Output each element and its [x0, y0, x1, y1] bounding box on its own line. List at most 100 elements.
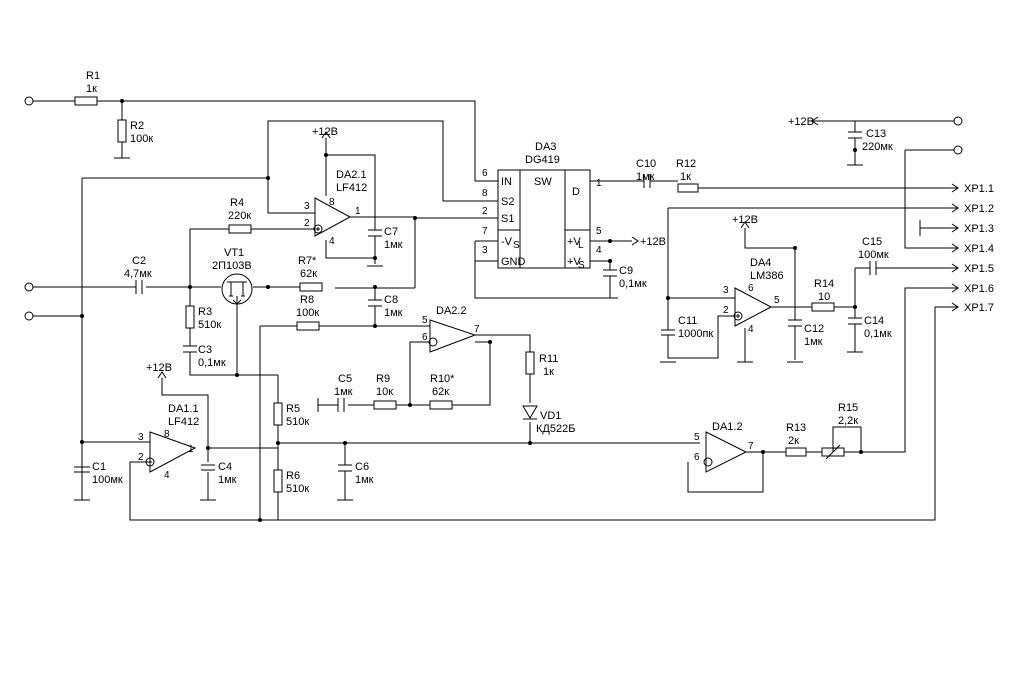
value-r12: 1к — [680, 171, 691, 183]
pin-sub-vs-pos: S — [578, 260, 585, 271]
label-c7: C7 — [384, 226, 398, 238]
value-r3: 510к — [198, 319, 221, 331]
label-r13: R13 — [786, 422, 806, 434]
output-arrows — [951, 183, 959, 312]
pin-number: 8 — [164, 429, 170, 440]
label-c13: C13 — [866, 128, 886, 140]
capacitors — [74, 131, 880, 478]
label-r11: R11 — [539, 353, 558, 365]
label-vd1: VD1 — [540, 410, 561, 422]
value-r6: 510к — [286, 483, 309, 495]
label-c12: C12 — [804, 323, 824, 335]
label-r4: R4 — [230, 197, 244, 209]
capacitor-c2 — [135, 280, 143, 294]
label-c3: C3 — [198, 344, 212, 356]
label-power-da4: +12В — [732, 214, 758, 226]
value-c7: 1мк — [384, 239, 403, 251]
capacitor-c12 — [788, 319, 802, 336]
transistor-vt1 — [221, 273, 253, 305]
pin-number: 4 — [164, 470, 170, 481]
pin-number: 5 — [694, 432, 700, 443]
value-c15: 100мк — [858, 249, 889, 261]
pin-label-vs-pos: +V — [567, 256, 581, 268]
pin-number: 6 — [694, 452, 700, 463]
label-da3: DA3 — [535, 141, 556, 153]
pin-number: 4 — [329, 236, 335, 247]
label-da2-2: DA2.2 — [436, 305, 467, 317]
label-c2: C2 — [132, 255, 146, 267]
pin-number: 1 — [596, 178, 602, 189]
value-r9: 10к — [376, 386, 393, 398]
value-c1: 100мк — [92, 474, 123, 486]
opamps — [145, 197, 773, 473]
pin-number: 3 — [482, 245, 488, 256]
input-terminal-1 — [24, 96, 34, 106]
value-r11: 1к — [543, 366, 554, 378]
value-c6: 1мк — [355, 474, 374, 486]
pin-number: 1 — [355, 206, 361, 217]
label-c6: C6 — [355, 461, 369, 473]
label-c5: C5 — [338, 373, 352, 385]
power-terminal-1 — [953, 116, 963, 126]
capacitor-c5 — [337, 398, 345, 412]
value-da4: LM386 — [750, 270, 784, 282]
capacitor-c1 — [74, 466, 90, 475]
pin-number: 3 — [723, 285, 729, 296]
label-power-da1: +12В — [146, 362, 172, 374]
pin-label-in: IN — [501, 176, 512, 188]
value-r2: 100к — [130, 133, 153, 145]
value-r15: 2,2к — [838, 415, 858, 427]
opamp-da2-2 — [429, 319, 477, 353]
label-r3: R3 — [198, 306, 212, 318]
label-c4: C4 — [218, 461, 232, 473]
value-r10: 62к — [432, 386, 449, 398]
label-c11: C11 — [678, 315, 697, 327]
pin-label-vs-neg: -V — [501, 236, 513, 248]
connector-xp1-7: XP1.7 — [964, 302, 994, 314]
label-r14: R14 — [814, 278, 834, 290]
pin-number: 6 — [422, 332, 428, 343]
label-da1-1: DA1.1 — [168, 403, 199, 415]
resistor-r5 — [273, 402, 283, 426]
pin-number: 6 — [748, 283, 754, 294]
label-r9: R9 — [376, 373, 390, 385]
resistor-r13 — [785, 447, 807, 457]
label-c10: C10 — [636, 158, 656, 170]
label-r5: R5 — [286, 403, 300, 415]
capacitor-c11 — [661, 329, 675, 340]
label-da4: DA4 — [750, 257, 771, 269]
terminals — [24, 96, 963, 321]
connector-xp1-3: XP1.3 — [964, 223, 994, 235]
opamp-da2-1 — [314, 197, 352, 237]
capacitor-c9 — [603, 269, 617, 280]
resistor-r14 — [811, 302, 835, 312]
value-c13: 220мк — [862, 141, 893, 153]
diode-vd1 — [522, 405, 538, 420]
resistor-r4 — [228, 224, 252, 234]
connector-xp1-5: XP1.5 — [964, 263, 994, 275]
resistors — [74, 96, 845, 493]
pin-sub-vs-neg: S — [513, 240, 520, 251]
value-da3: DG419 — [525, 154, 560, 166]
connector-xp1-6: XP1.6 — [964, 283, 994, 295]
value-r7: 62к — [300, 268, 317, 280]
label-c9: C9 — [619, 265, 633, 277]
label-da1-2: DA1.2 — [712, 421, 743, 433]
resistor-r7 — [299, 282, 323, 292]
pin-number: 4 — [748, 324, 754, 335]
pin-number: 2 — [138, 452, 144, 463]
pin-number: 7 — [482, 226, 488, 237]
value-c10: 1мк — [636, 171, 655, 183]
label-c1: C1 — [92, 461, 106, 473]
pin-number: 7 — [748, 441, 754, 452]
value-r5: 510к — [286, 416, 309, 428]
value-c9: 0,1мк — [619, 278, 647, 290]
value-r4: 220к — [228, 210, 251, 222]
value-c5: 1мк — [334, 386, 353, 398]
power-terminal-2 — [953, 145, 963, 155]
value-c2: 4,7мк — [124, 268, 152, 280]
junctions — [80, 99, 863, 522]
potentiometer-wiper-icon — [825, 444, 841, 460]
capacitor-c8 — [368, 299, 382, 312]
label-power-da3: +12В — [640, 236, 666, 248]
